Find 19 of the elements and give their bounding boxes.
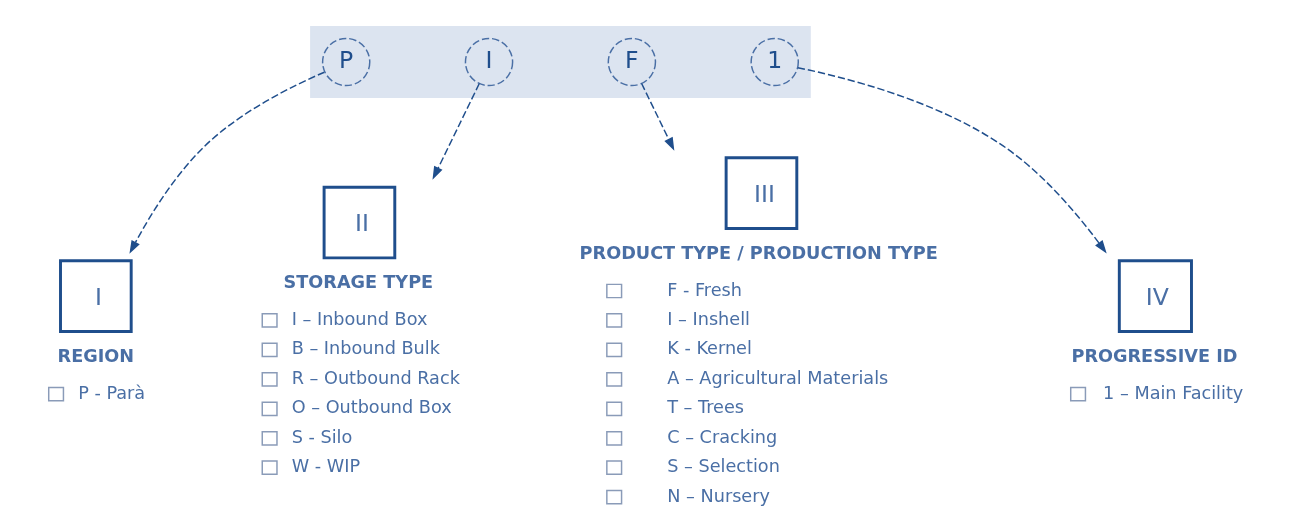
node-label: PRODUCT TYPE / PRODUCTION TYPE <box>579 242 938 263</box>
node-label: PROGRESSIVE ID <box>1071 345 1238 366</box>
node-label: O – Outbound Box <box>291 396 452 417</box>
node-label: P - Parà <box>78 382 146 403</box>
arrow <box>797 66 1107 254</box>
node-circle: I <box>464 37 514 86</box>
node-label: STORAGE TYPE <box>283 271 434 292</box>
cluster <box>310 25 811 98</box>
node-label: B – Inbound Bulk <box>291 337 440 358</box>
node-circle: F <box>607 37 657 86</box>
arrow <box>432 82 481 180</box>
node-circle: P <box>321 37 371 86</box>
arrow <box>129 71 326 254</box>
arrow <box>640 82 675 151</box>
node-label: A – Agricultural Materials <box>667 367 889 388</box>
node-label: I – Inbound Box <box>291 308 428 329</box>
node-label: R – Outbound Rack <box>291 367 460 388</box>
node-circle: 1 <box>750 37 799 86</box>
node-label: 1 – Main Facility <box>1103 382 1244 403</box>
